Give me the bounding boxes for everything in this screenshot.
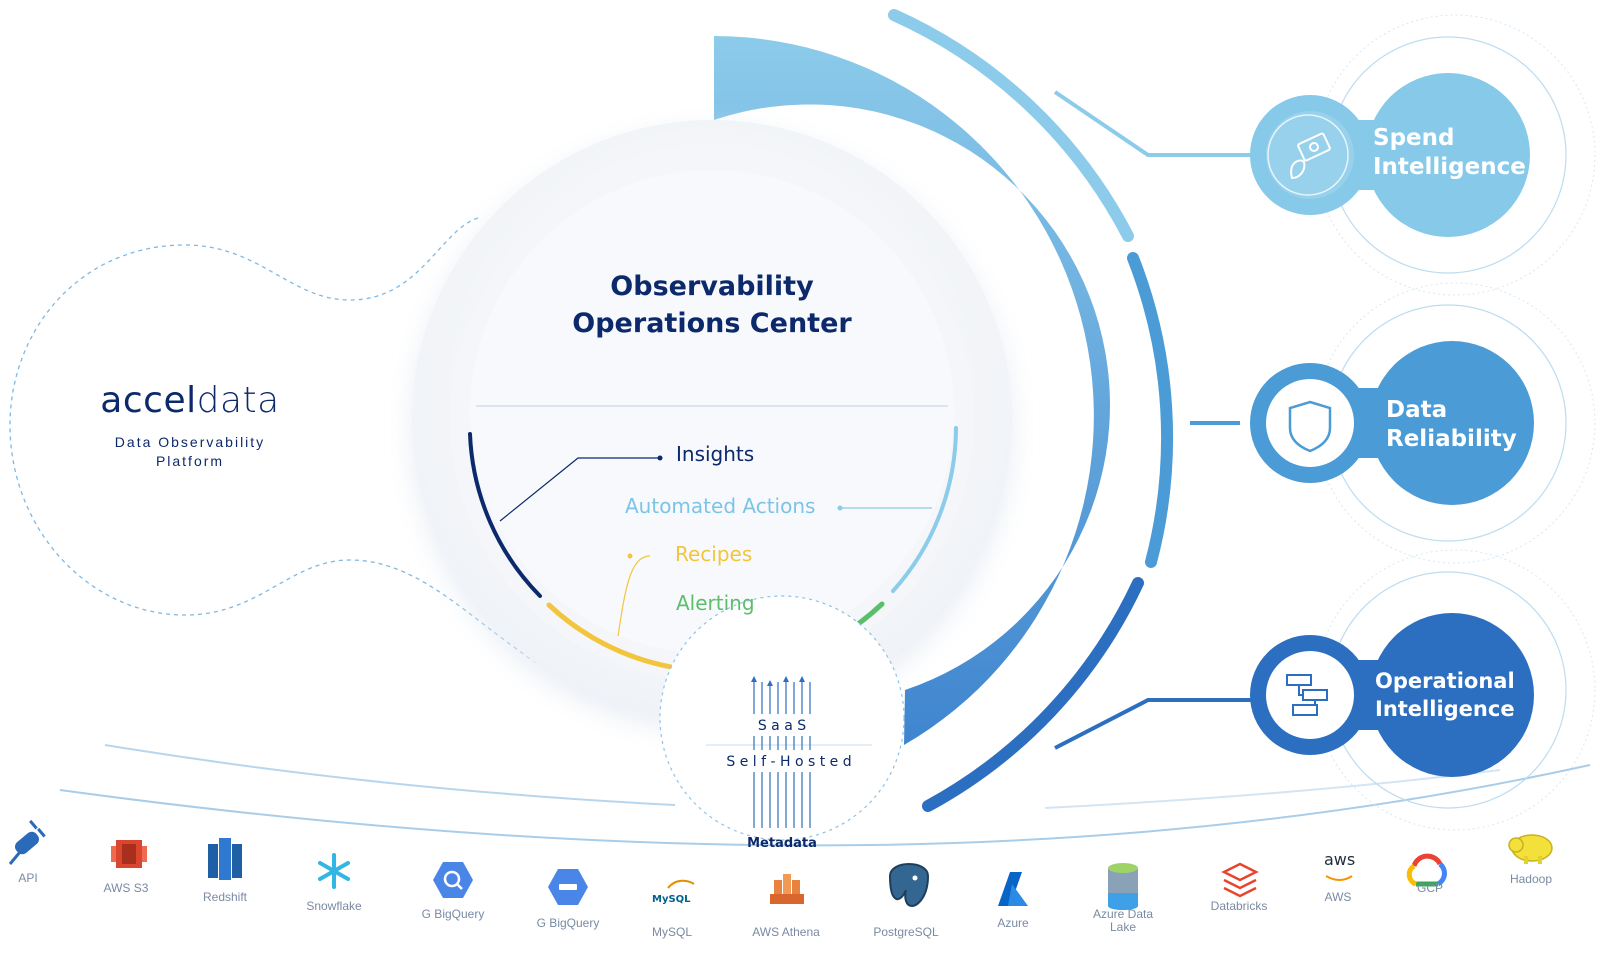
- pillar-operational-line2: Intelligence: [1375, 697, 1515, 721]
- pillar-spend-line1: Spend: [1373, 125, 1455, 151]
- azure-icon: [998, 872, 1028, 906]
- pillar-operational-intelligence: Operational Intelligence: [1375, 667, 1515, 723]
- bigquery-alt-icon: [548, 869, 588, 905]
- aws-icon: [1325, 875, 1353, 881]
- source-postgresql: PostgreSQL: [873, 925, 939, 939]
- workflow-icon: [1266, 651, 1354, 739]
- aws-s3-icon: [111, 840, 147, 868]
- gcp-icon: [1406, 853, 1447, 887]
- outer-arc-bottom: [922, 577, 1144, 812]
- redshift-icon: [208, 838, 242, 880]
- brand-tagline: Data Observability Platform: [114, 434, 266, 469]
- sweep-arc-2: [59, 764, 1591, 847]
- self-hosted-label: S e l f - H o s t e d: [726, 754, 852, 770]
- sweep-arc-1: [104, 744, 676, 806]
- pillar-operational-line1: Operational: [1375, 669, 1515, 693]
- bigquery-icon: [433, 862, 473, 898]
- brand-logo: acceldata: [100, 380, 280, 421]
- aws-icon-text: aws: [1324, 850, 1356, 869]
- connector-spend: [1053, 90, 1260, 157]
- hadoop-icon: [1508, 834, 1553, 864]
- big-arc: [714, 36, 1110, 745]
- source-api: API: [18, 871, 38, 885]
- source-bigquery-1: G BigQuery: [421, 907, 485, 921]
- arc-insights: [468, 432, 542, 598]
- snowflake-icon: [318, 853, 350, 889]
- source-azure-data-lake: Azure Data Lake: [1092, 907, 1154, 934]
- source-hadoop: Hadoop: [1509, 872, 1553, 886]
- source-aws-s3: AWS S3: [103, 881, 149, 895]
- mysql-icon-text: MySQL: [652, 894, 691, 905]
- item-alerting: Alerting: [676, 591, 755, 615]
- source-gcp: GCP: [1416, 881, 1443, 895]
- postgres-icon: [888, 863, 930, 908]
- source-azure: Azure: [997, 916, 1029, 930]
- source-aws-athena: AWS Athena: [752, 925, 820, 939]
- brand-block: acceldata Data Observability Platform: [60, 380, 320, 471]
- pillar-data-reliability: Data Reliability: [1386, 396, 1517, 454]
- athena-icon: [770, 874, 804, 904]
- azure-data-lake-icon: [1108, 863, 1138, 910]
- source-databricks: Databricks: [1210, 899, 1268, 913]
- mysql-icon: [667, 879, 695, 889]
- item-automated-actions: Automated Actions: [625, 494, 816, 518]
- outer-arc-middle: [1127, 252, 1174, 568]
- item-recipes: Recipes: [675, 542, 753, 566]
- source-redshift: Redshift: [202, 890, 248, 904]
- outer-arc-top: [888, 9, 1134, 242]
- pillar-spend-intelligence: Spend Intelligence: [1373, 124, 1526, 182]
- center-title: Observability Operations Center: [512, 268, 912, 342]
- item-insights: Insights: [676, 442, 755, 466]
- pillar-reliability-line2: Reliability: [1386, 426, 1517, 452]
- pillar-spend-shape: [1250, 73, 1530, 237]
- source-aws: AWS: [1324, 890, 1352, 904]
- money-leaf-icon: [1267, 114, 1349, 196]
- pillar-spend-line2: Intelligence: [1373, 154, 1526, 180]
- source-mysql: MySQL: [651, 925, 692, 939]
- arc-automated: [891, 426, 958, 593]
- shield-icon: [1266, 379, 1354, 467]
- center-title-line1: Observability: [610, 271, 814, 302]
- platform-outline: [9, 217, 541, 666]
- pillar-reliability-line1: Data: [1386, 397, 1448, 423]
- sweep-arc-3: [1044, 769, 1501, 809]
- saas-label: S a a S: [757, 718, 807, 734]
- center-title-line2: Operations Center: [572, 308, 852, 339]
- connector-operational: [1054, 698, 1260, 750]
- source-bigquery-2: G BigQuery: [536, 916, 600, 930]
- plug-icon: [8, 819, 46, 865]
- databricks-icon: [1221, 862, 1259, 898]
- metadata-label: Metadata: [747, 836, 817, 851]
- source-snowflake: Snowflake: [306, 899, 362, 913]
